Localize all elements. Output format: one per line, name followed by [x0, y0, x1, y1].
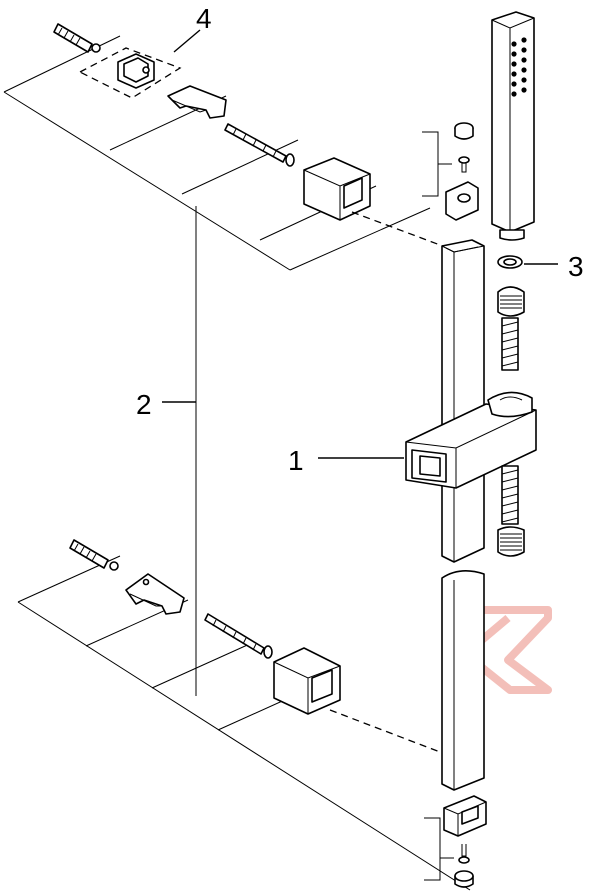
- upper-long-screw: [224, 123, 295, 167]
- lower-axis-line: [329, 709, 441, 753]
- seal-washer: [497, 255, 523, 269]
- shower-rail-upper: [441, 239, 485, 563]
- top-fixing-bracket-line: [422, 131, 452, 197]
- handshower-holder: [405, 391, 537, 489]
- lower-long-screw: [204, 613, 273, 659]
- callout-leader-4: [173, 29, 201, 53]
- wall-plane-lower: [17, 555, 471, 891]
- hand-shower: [491, 11, 535, 241]
- lower-mounting-bracket: [125, 573, 185, 615]
- bottom-fixing-bracket-line: [424, 817, 454, 881]
- rail-bottom-connector: [443, 795, 487, 837]
- shower-rail-lower: [441, 570, 485, 791]
- shower-hose-lower: [497, 465, 525, 557]
- lower-wall-bracket-block: [273, 647, 341, 715]
- wall-mount-cover-plate: [78, 47, 182, 99]
- upper-mounting-bracket: [167, 85, 227, 119]
- upper-wall-bracket-block: [303, 157, 371, 221]
- callout-number-4: 4: [196, 3, 212, 34]
- upper-axis-line: [351, 211, 449, 249]
- rail-top-connector: [445, 181, 479, 221]
- callout-number-2: 2: [136, 389, 152, 420]
- rail-bottom-cap: [454, 870, 474, 888]
- callout-number-3: 3: [568, 251, 584, 282]
- lower-wall-plug: [69, 539, 119, 571]
- upper-wall-plug: [53, 23, 101, 53]
- small-fixing-screw: [458, 156, 470, 173]
- shower-hose-upper: [497, 286, 525, 371]
- wall-plane-upper: [3, 35, 431, 271]
- rail-top-cap: [454, 122, 474, 140]
- bottom-fixing-screw: [458, 844, 470, 864]
- callout-number-1: 1: [288, 445, 304, 476]
